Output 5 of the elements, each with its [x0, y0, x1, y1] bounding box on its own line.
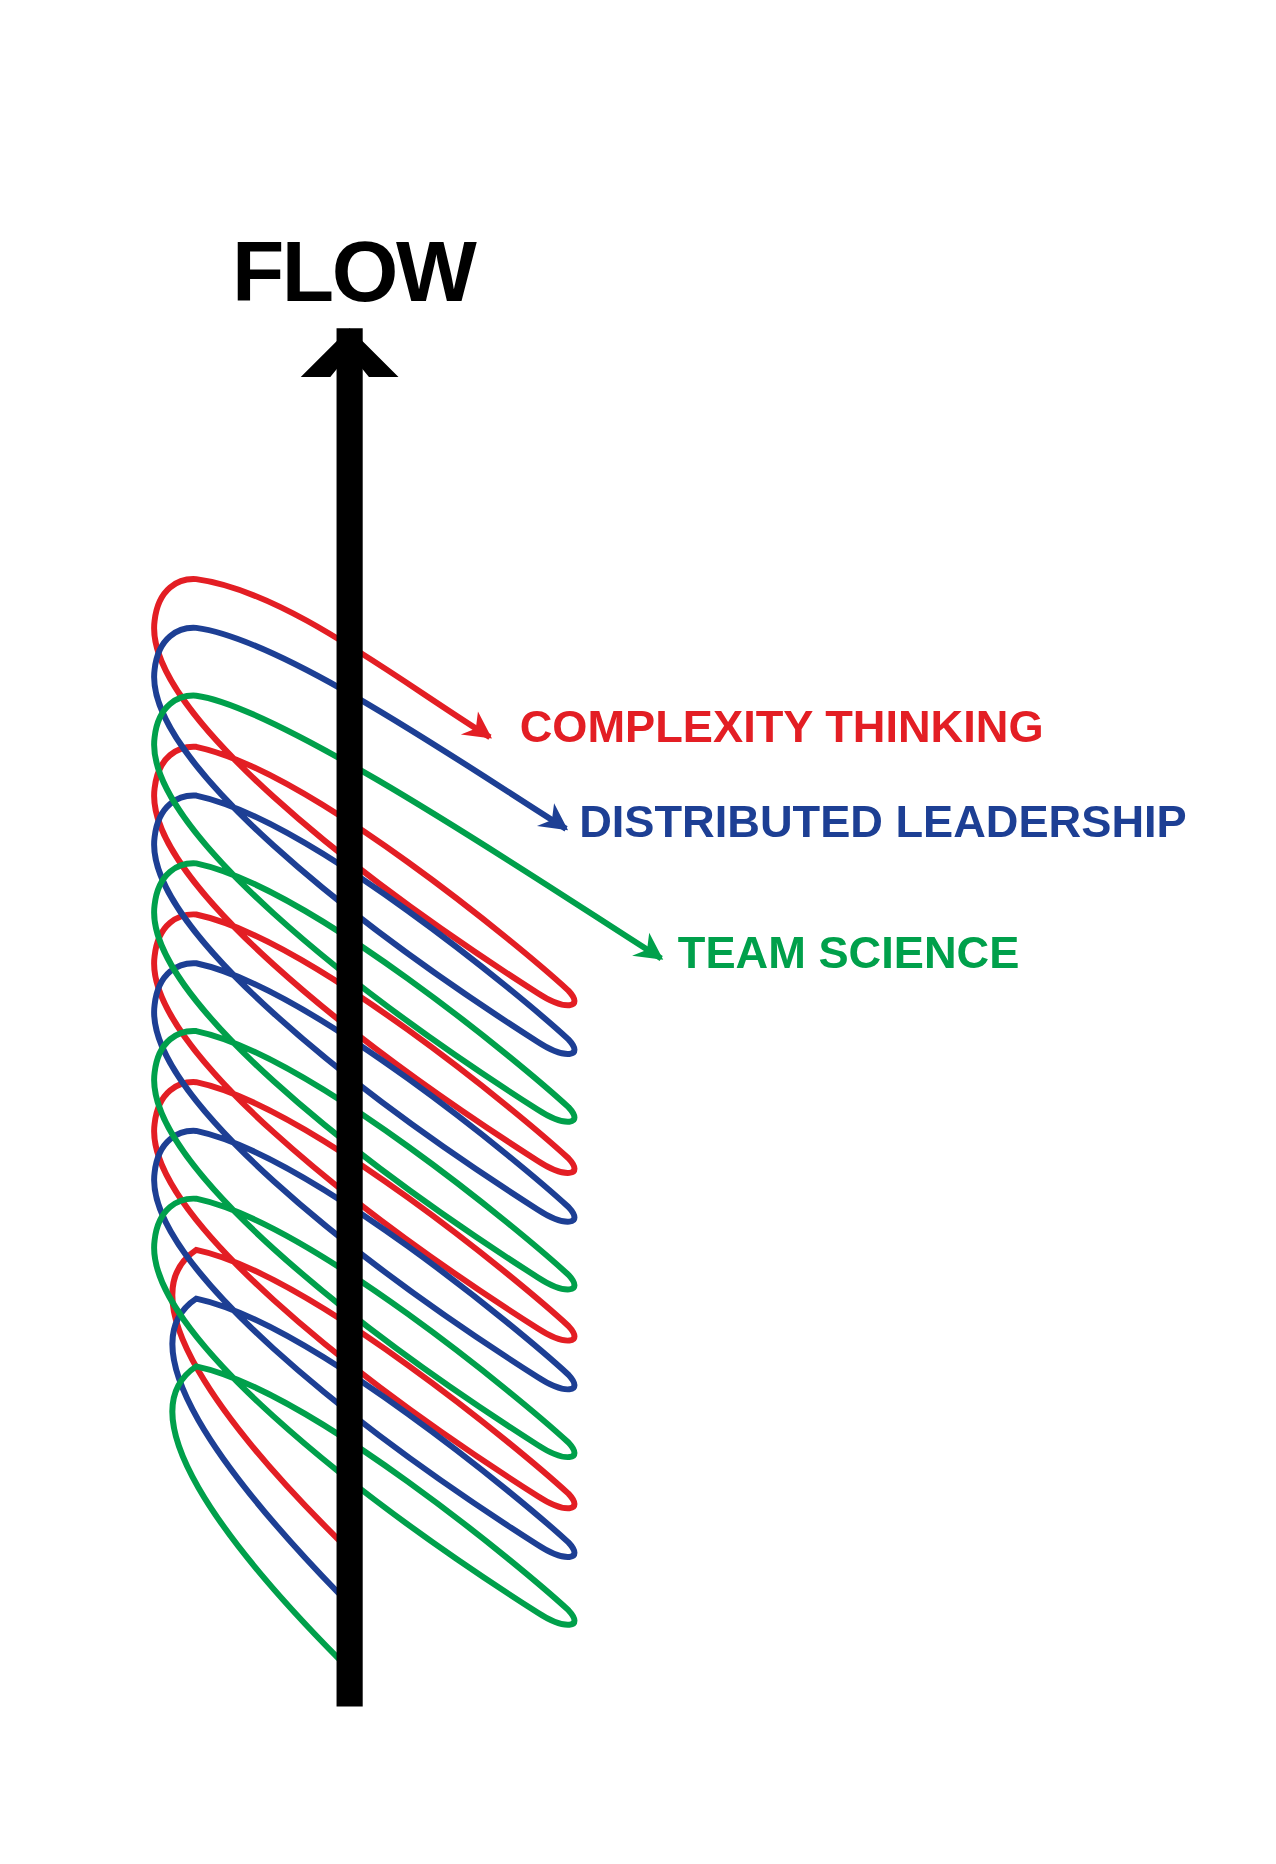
concept-label: TEAM SCIENCE	[677, 929, 1020, 976]
flow-heading: FLOW	[231, 228, 475, 314]
spiral-arrow	[151, 692, 664, 1661]
concept-label: DISTRIBUTED LEADERSHIP	[579, 799, 1187, 845]
concept-label: COMPLEXITY THINKING	[519, 704, 1044, 750]
